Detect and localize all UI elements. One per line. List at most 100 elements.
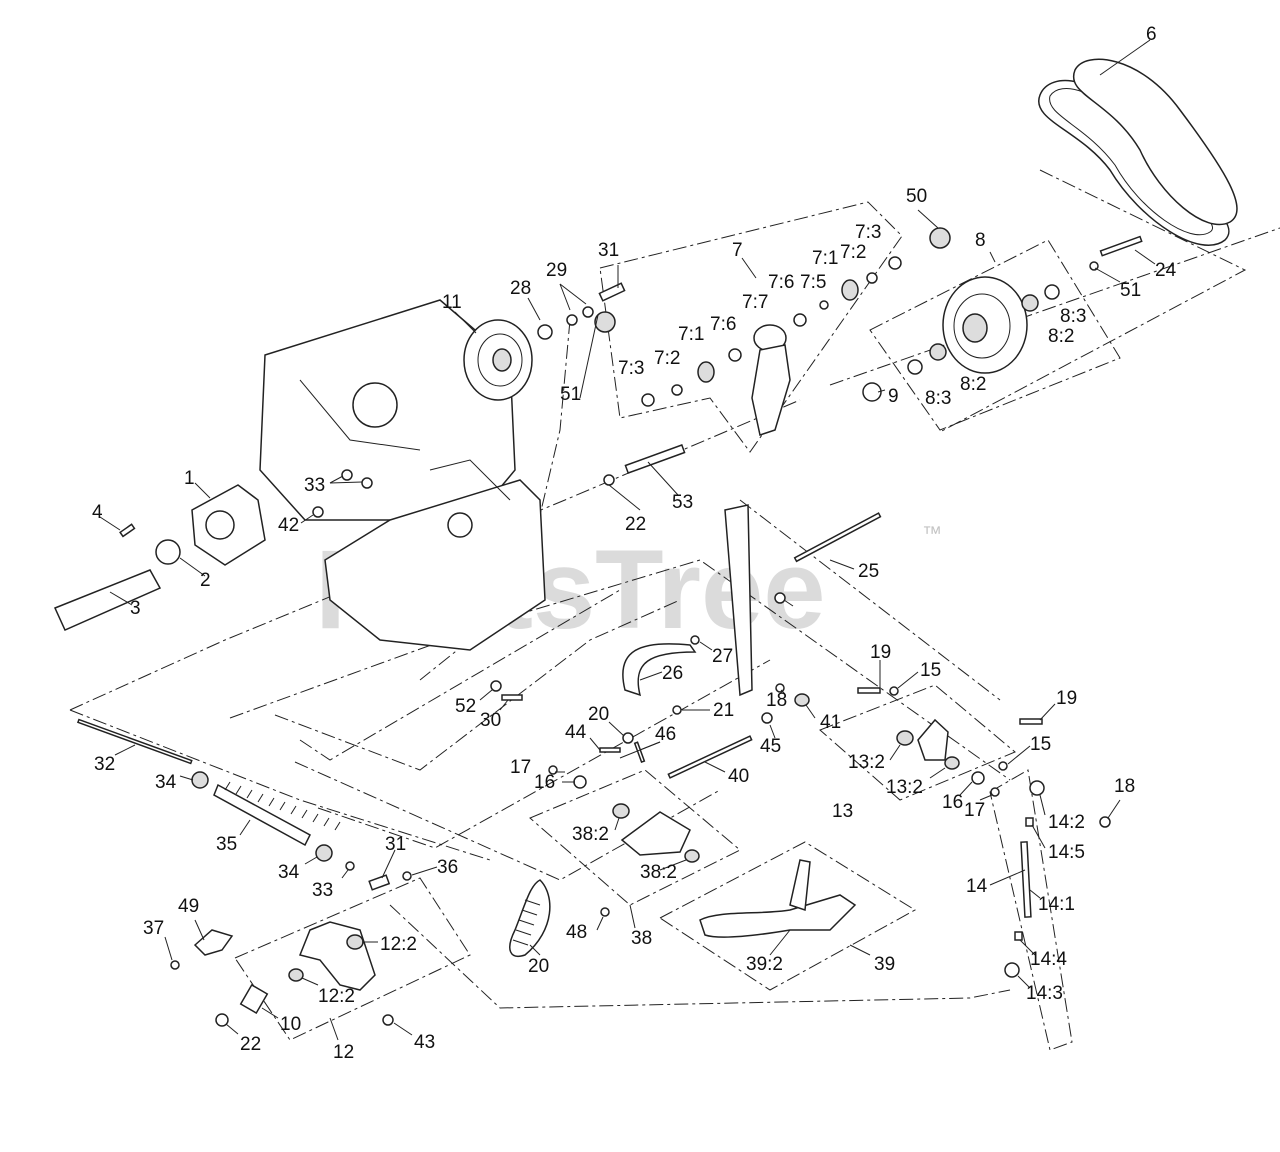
callout-label: 34 bbox=[278, 862, 300, 883]
spacer-7-6 bbox=[793, 313, 807, 327]
leader bbox=[805, 704, 816, 719]
leader bbox=[164, 936, 173, 961]
callout-label: 7 bbox=[732, 240, 743, 261]
leader bbox=[614, 817, 620, 831]
pulley-11-hub bbox=[492, 348, 512, 372]
bearing-50 bbox=[929, 227, 951, 249]
callout-label: 40 bbox=[728, 766, 749, 787]
leader bbox=[1107, 799, 1121, 819]
band-25 bbox=[622, 643, 697, 697]
assembly-outlines bbox=[69, 169, 1280, 1051]
bracket-38 bbox=[620, 811, 691, 856]
leader bbox=[596, 916, 604, 931]
rod-32 bbox=[76, 718, 193, 765]
bushing-13-2 bbox=[944, 756, 960, 770]
callout-label: 35 bbox=[216, 834, 237, 855]
leader bbox=[959, 781, 973, 796]
ring-7-3 bbox=[641, 393, 655, 407]
leader bbox=[1094, 267, 1121, 283]
leader bbox=[179, 775, 194, 781]
callout-label: 30 bbox=[480, 710, 501, 731]
leader bbox=[1039, 794, 1046, 816]
pedal-39-2 bbox=[699, 894, 857, 938]
washer-29 bbox=[582, 306, 594, 318]
spacer-7-5 bbox=[819, 300, 829, 310]
callout-label: 37 bbox=[143, 918, 164, 939]
outline-guide-f bbox=[299, 589, 621, 761]
bearing-8-2 bbox=[1021, 294, 1039, 312]
leader bbox=[341, 869, 349, 879]
watermark-trademark: ™ bbox=[922, 523, 942, 545]
callout-label: 28 bbox=[510, 278, 531, 299]
leader bbox=[239, 819, 251, 836]
callout-label: 22 bbox=[625, 514, 646, 535]
nut-18 bbox=[775, 683, 785, 693]
leader-lines bbox=[99, 39, 1156, 1041]
callout-label: 19 bbox=[1056, 688, 1077, 709]
callout-label: 38:2 bbox=[640, 862, 677, 883]
bearing-7-1 bbox=[841, 279, 859, 301]
callout-label: 34 bbox=[155, 772, 177, 793]
spring-35-coils bbox=[224, 781, 341, 831]
callout-label: 45 bbox=[760, 736, 781, 757]
callout-label: 7:7 bbox=[742, 292, 768, 313]
leader bbox=[699, 641, 713, 651]
nut-14-4 bbox=[1014, 931, 1023, 941]
callout-label: 15 bbox=[1030, 734, 1051, 755]
callout-label: 48 bbox=[566, 922, 587, 943]
callout-label: 31 bbox=[385, 834, 406, 855]
callout-label: 38 bbox=[631, 928, 652, 949]
nut-18 bbox=[1099, 816, 1111, 828]
leader bbox=[194, 919, 205, 941]
rod-end-14-3 bbox=[1004, 962, 1020, 978]
key-4 bbox=[119, 523, 136, 538]
leader bbox=[559, 283, 571, 311]
callout-label: 51 bbox=[1120, 280, 1141, 301]
callout-label: 39:2 bbox=[746, 954, 783, 975]
nut-15 bbox=[889, 686, 899, 696]
nut-36 bbox=[402, 871, 412, 881]
callout-label: 7:2 bbox=[654, 348, 680, 369]
outline-7 bbox=[599, 201, 903, 453]
nut-14-5 bbox=[1025, 817, 1034, 827]
callout-label: 7:3 bbox=[618, 358, 644, 379]
leader bbox=[300, 514, 314, 524]
washer-21 bbox=[622, 732, 634, 744]
nut-15 bbox=[998, 761, 1008, 771]
washer-16 bbox=[971, 771, 985, 785]
bushing-34 bbox=[191, 771, 209, 789]
leader bbox=[1039, 703, 1056, 721]
callout-label: 8 bbox=[975, 230, 986, 251]
clip-7-2 bbox=[866, 272, 878, 284]
callout-label: 9 bbox=[888, 386, 899, 407]
callout-label: 7:5 bbox=[800, 272, 826, 293]
washer-16 bbox=[573, 775, 587, 789]
callout-label: 3 bbox=[130, 598, 141, 619]
leader bbox=[1029, 889, 1041, 899]
callout-label: 13 bbox=[832, 801, 853, 822]
callout-label: 14:5 bbox=[1048, 842, 1085, 863]
spring-20-coils bbox=[512, 899, 541, 946]
lever-49 bbox=[193, 929, 234, 956]
frame-hole bbox=[447, 512, 473, 538]
callout-label: 7:1 bbox=[678, 324, 704, 345]
callout-label: 14 bbox=[966, 876, 988, 897]
pulley-8-hub bbox=[962, 313, 988, 343]
callout-label: 20 bbox=[588, 704, 609, 725]
belt-outer-2 bbox=[1072, 58, 1238, 226]
washer-51 bbox=[490, 680, 502, 692]
callout-label: 8:2 bbox=[960, 374, 986, 395]
nut-42 bbox=[312, 506, 324, 518]
callout-label: 8:3 bbox=[1060, 306, 1086, 327]
callout-label: 42 bbox=[278, 515, 299, 536]
outline-guide-j bbox=[389, 904, 1011, 1009]
spring-20 bbox=[509, 879, 551, 957]
callout-label: 53 bbox=[672, 492, 693, 513]
leader bbox=[769, 929, 791, 956]
spring-35 bbox=[213, 783, 311, 847]
bolt-33 bbox=[341, 469, 353, 481]
leader bbox=[829, 559, 855, 570]
bushing-38-2 bbox=[612, 803, 630, 819]
leader bbox=[579, 314, 599, 399]
